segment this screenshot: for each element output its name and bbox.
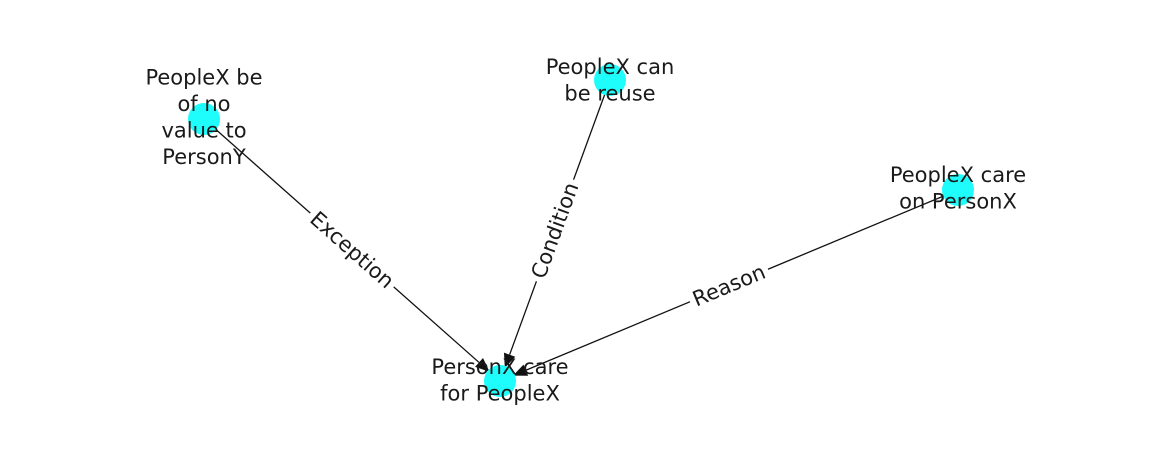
node-label-line: value to <box>161 119 246 143</box>
node-label-target: PersonX care for PeopleX <box>431 355 568 406</box>
node-label-line: PeopleX can <box>546 55 675 79</box>
node-reason-src <box>942 174 974 206</box>
edge-label-background <box>524 175 586 286</box>
node-label-reason-src: PeopleX care on PersonX <box>890 163 1026 214</box>
node-label-line: PeopleX be <box>145 66 262 90</box>
node-exception-src <box>188 103 220 135</box>
node-label-line: on PersonX <box>899 190 1017 214</box>
node-label-line: PersonX care <box>431 355 568 379</box>
node-label-line: for PeopleX <box>440 382 560 406</box>
edge-label-group-reason: Reason <box>684 257 774 314</box>
node-label-condition-src: PeopleX can be reuse <box>546 55 675 106</box>
node-label-line: PeopleX care <box>890 163 1026 187</box>
node-condition-src <box>594 64 626 96</box>
edge-label-exception: Exception <box>305 207 398 293</box>
arrowhead-condition <box>503 352 516 368</box>
arrowhead-exception <box>475 357 490 372</box>
node-label-line: PersonY <box>162 145 246 169</box>
node-label-line: be reuse <box>564 82 655 106</box>
edge-label-background <box>301 203 403 297</box>
edge-label-group-condition: Condition <box>524 175 586 286</box>
node-target <box>484 365 516 397</box>
edge-label-background <box>684 257 774 314</box>
nodes-layer <box>188 64 974 397</box>
node-label-line: of no <box>177 92 230 116</box>
arrowhead-reason <box>512 364 529 376</box>
edge-label-group-exception: Exception <box>301 203 403 297</box>
edge-label-reason: Reason <box>689 260 769 312</box>
